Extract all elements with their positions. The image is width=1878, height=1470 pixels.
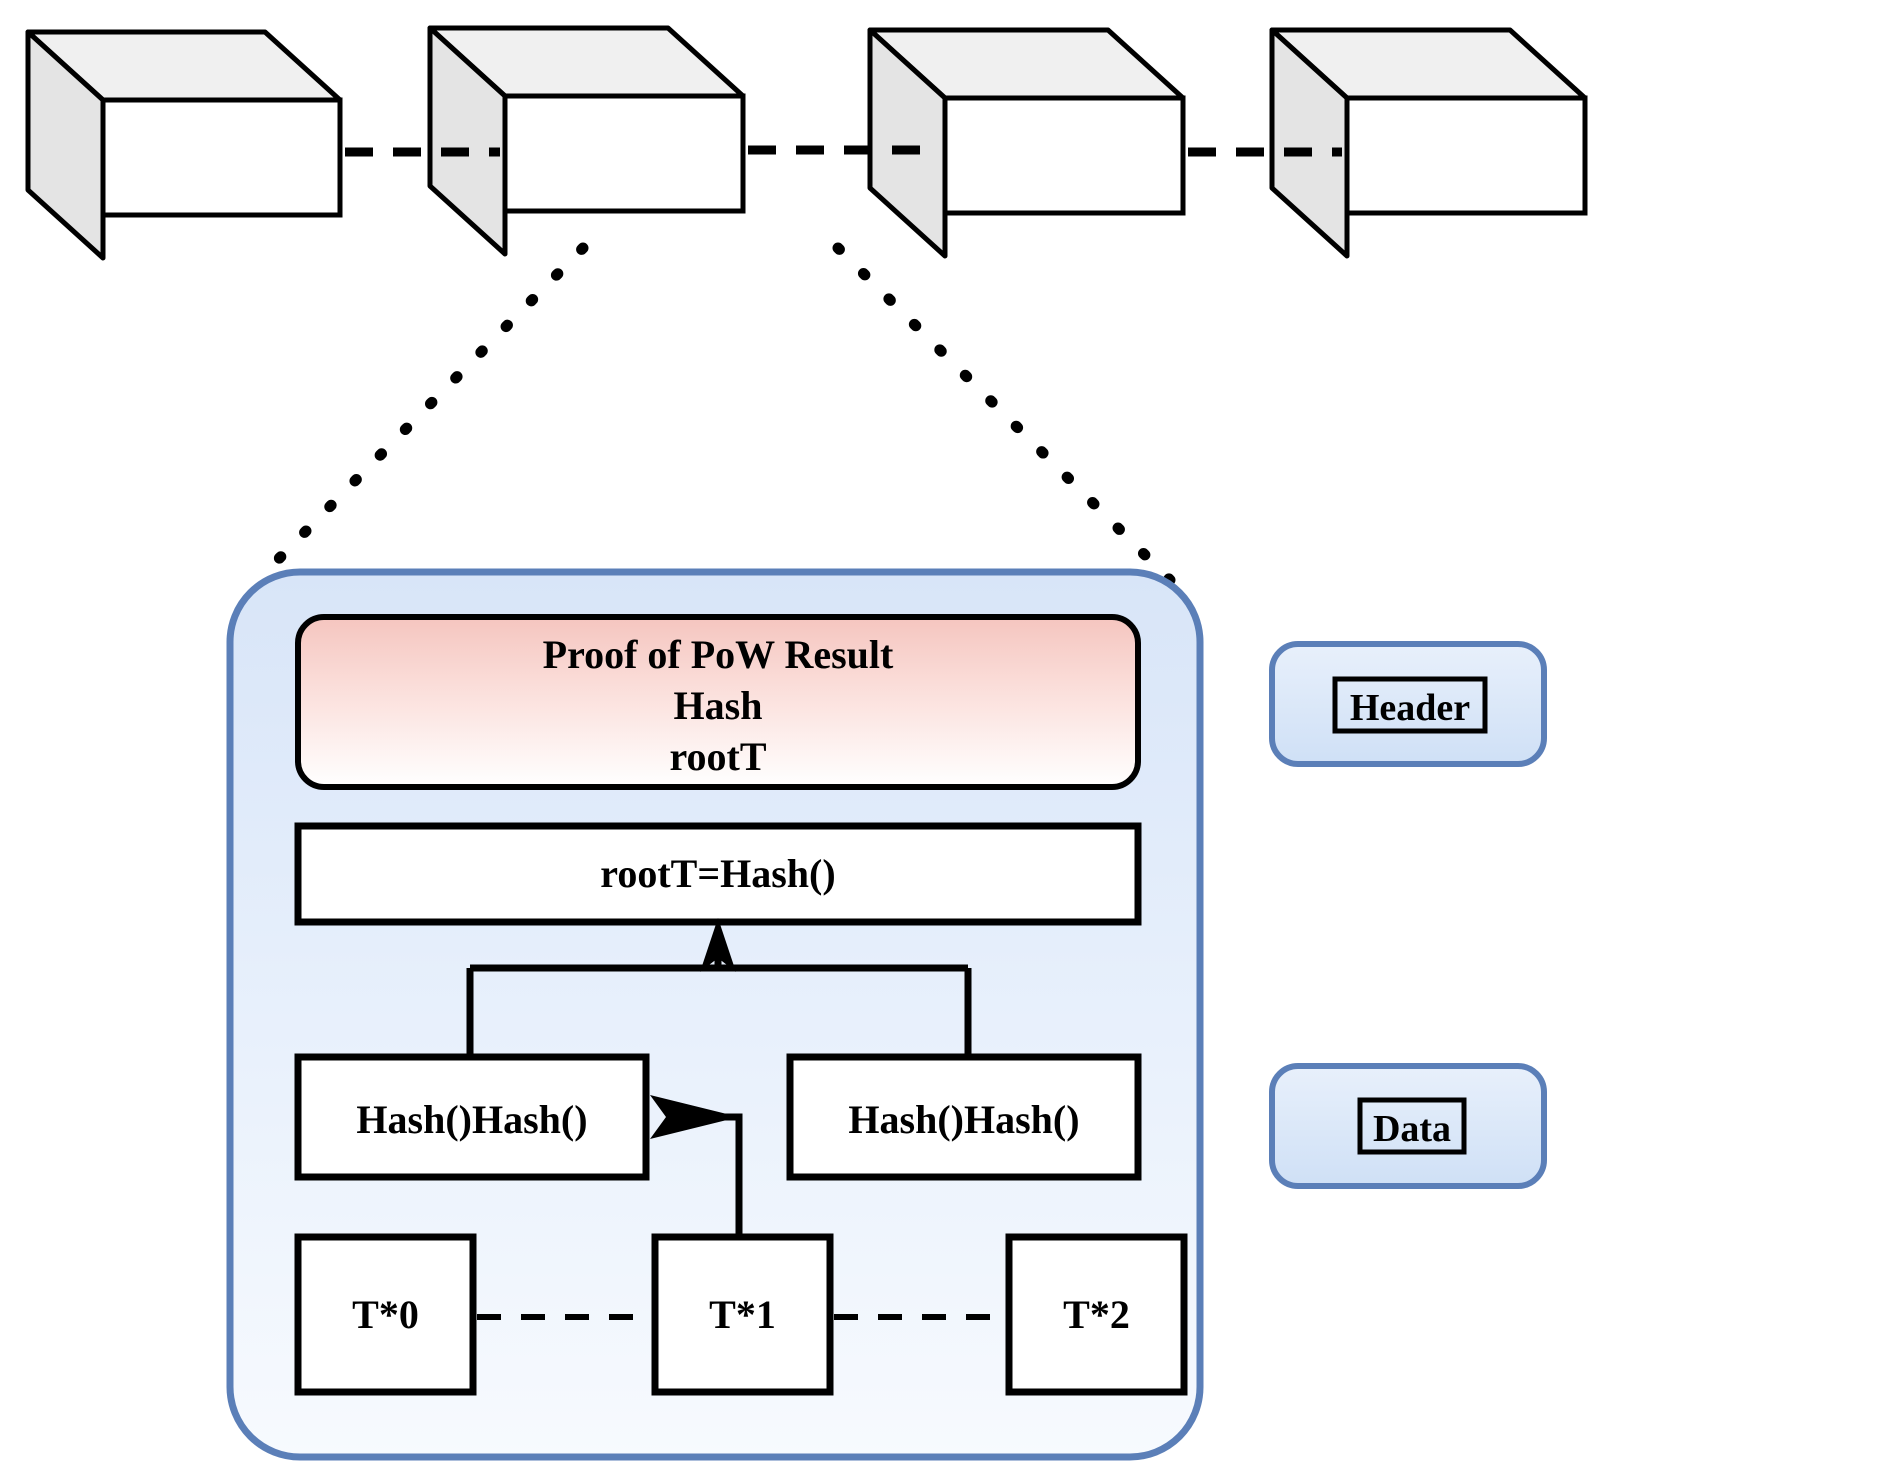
block-2-expanded bbox=[427, 25, 746, 257]
header-field-line-1: Proof of PoW Result bbox=[542, 632, 894, 677]
transaction-t2-label: T*2 bbox=[1063, 1292, 1130, 1337]
transaction-t2 bbox=[1005, 1233, 1188, 1396]
transaction-t0-label: T*0 bbox=[352, 1292, 419, 1337]
transaction-t1 bbox=[651, 1233, 834, 1396]
hash-node-left-label: Hash()Hash() bbox=[356, 1097, 588, 1142]
legend-data bbox=[1269, 1063, 1547, 1189]
block-1 bbox=[25, 29, 343, 261]
block-4 bbox=[1269, 27, 1588, 259]
transaction-to-hash-arrow bbox=[650, 1095, 743, 1244]
hash-node-left bbox=[294, 1053, 650, 1181]
legend-header-text-frame bbox=[1332, 676, 1488, 734]
merkle-root-arrow bbox=[700, 918, 736, 972]
hash-node-right-label: Hash()Hash() bbox=[848, 1097, 1080, 1142]
dotted-expansion-lines bbox=[252, 242, 1176, 586]
legend-data-text-frame bbox=[1357, 1097, 1467, 1155]
block-3 bbox=[867, 27, 1186, 259]
legend-header-label: Header bbox=[1349, 687, 1471, 729]
legend-header bbox=[1269, 641, 1547, 767]
header-fields-box bbox=[295, 614, 1141, 790]
merkle-tree-connector bbox=[466, 964, 972, 1057]
chain-link-dashes bbox=[345, 145, 1342, 157]
header-field-line-3: rootT bbox=[669, 734, 767, 779]
hash-node-right bbox=[786, 1053, 1142, 1181]
legend-data-label: Data bbox=[1372, 1108, 1452, 1150]
merkle-root-box bbox=[294, 822, 1142, 926]
merkle-root-label: rootT=Hash() bbox=[600, 851, 836, 896]
transaction-t0 bbox=[294, 1233, 477, 1396]
transaction-t1-label: T*1 bbox=[709, 1292, 776, 1337]
header-field-line-2: Hash bbox=[673, 683, 763, 728]
